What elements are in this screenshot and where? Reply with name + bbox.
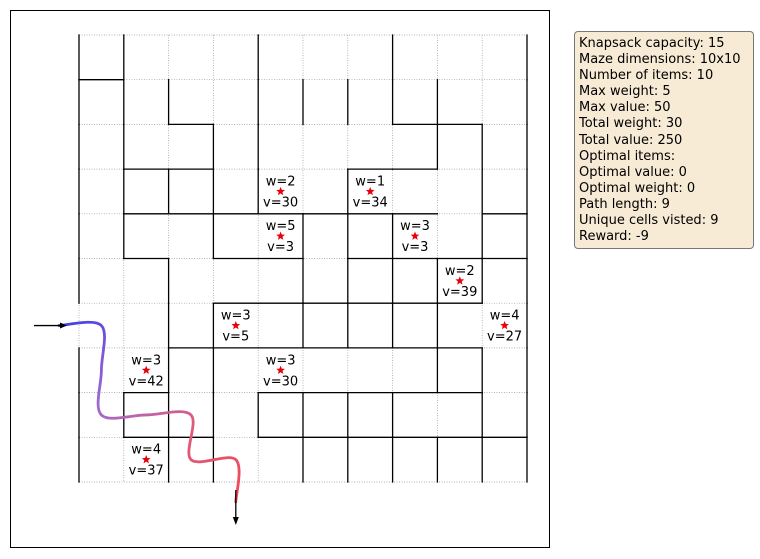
reward: Reward: -9 bbox=[579, 229, 649, 245]
item-star-icon bbox=[276, 365, 285, 374]
item-star-icon bbox=[276, 231, 285, 240]
agent-path bbox=[57, 320, 241, 504]
optimal-items: Optimal items: bbox=[579, 148, 676, 164]
item-weight: w=4 bbox=[131, 443, 161, 458]
item-star-icon bbox=[141, 455, 151, 464]
item-value: v=5 bbox=[222, 330, 249, 345]
item: w=1 v=34 bbox=[353, 174, 388, 210]
item: w=4 v=37 bbox=[129, 443, 164, 479]
item-value: v=27 bbox=[487, 330, 522, 345]
item-star-icon bbox=[455, 276, 465, 285]
item: w=2 v=30 bbox=[263, 174, 298, 210]
item-weight: w=2 bbox=[266, 174, 296, 189]
unique-cells-visited: Unique cells visted: 9 bbox=[579, 213, 719, 229]
item-value: v=3 bbox=[402, 240, 429, 255]
item: w=3v=5 bbox=[221, 309, 251, 345]
path-length: Path length: 9 bbox=[579, 196, 670, 212]
item-weight: w=5 bbox=[266, 219, 296, 234]
knapsack-capacity: Knapsack capacity: 15 bbox=[579, 36, 725, 51]
item-weight: w=4 bbox=[490, 309, 520, 324]
item-weight: w=2 bbox=[445, 264, 475, 279]
item-weight: w=1 bbox=[355, 174, 385, 189]
number-of-items: Number of items: 10 bbox=[579, 68, 714, 84]
item-star-icon bbox=[365, 186, 375, 196]
optimal-weight: Optimal weight: 0 bbox=[579, 180, 696, 196]
item: w=3v=3 bbox=[400, 219, 430, 255]
item-weight: w=3 bbox=[221, 309, 251, 324]
item-star-icon bbox=[276, 186, 285, 196]
total-weight: Total weight: 30 bbox=[579, 116, 683, 132]
item: w=4 v=27 bbox=[487, 309, 522, 345]
max-weight: Max weight: 5 bbox=[579, 84, 671, 100]
item-value: v=39 bbox=[442, 285, 477, 300]
item-value: v=30 bbox=[263, 195, 298, 210]
total-value: Total value: 250 bbox=[579, 132, 683, 148]
item: w=3 v=42 bbox=[129, 353, 164, 389]
item-value: v=37 bbox=[129, 464, 164, 479]
stats-panel: Knapsack capacity: 15 Maze dimensions: 1… bbox=[574, 31, 754, 250]
item-value: v=30 bbox=[263, 374, 298, 389]
item-star-icon bbox=[141, 365, 151, 374]
maze-arrows bbox=[34, 322, 239, 525]
item-value: v=42 bbox=[129, 374, 164, 389]
maze-walls bbox=[78, 34, 528, 483]
agent-path-curve bbox=[57, 320, 241, 504]
item-star-icon bbox=[231, 320, 241, 330]
entrance-arrow-head bbox=[60, 322, 67, 329]
item: w=5v=3 bbox=[266, 219, 296, 255]
item-star-icon bbox=[500, 320, 509, 330]
knapsack-items: w=2v=30w=1v=34w=5v=3w=3v=3w=2v=39w=3v=5w… bbox=[129, 174, 523, 478]
optimal-value: Optimal value: 0 bbox=[579, 164, 687, 180]
item-value: v=3 bbox=[267, 240, 294, 255]
item-value: v=34 bbox=[353, 195, 388, 210]
item: w=3 v=30 bbox=[263, 353, 298, 389]
maze-frame bbox=[10, 10, 550, 548]
item-weight: w=3 bbox=[266, 353, 296, 368]
max-value: Max value: 50 bbox=[579, 100, 671, 116]
exit-arrow-head bbox=[232, 517, 239, 525]
item-star-icon bbox=[410, 231, 420, 240]
item-weight: w=3 bbox=[400, 219, 430, 234]
item: w=2 v=39 bbox=[442, 264, 477, 300]
maze-dimensions: Maze dimensions: 10x10 bbox=[579, 52, 741, 68]
item-weight: w=3 bbox=[131, 353, 161, 368]
